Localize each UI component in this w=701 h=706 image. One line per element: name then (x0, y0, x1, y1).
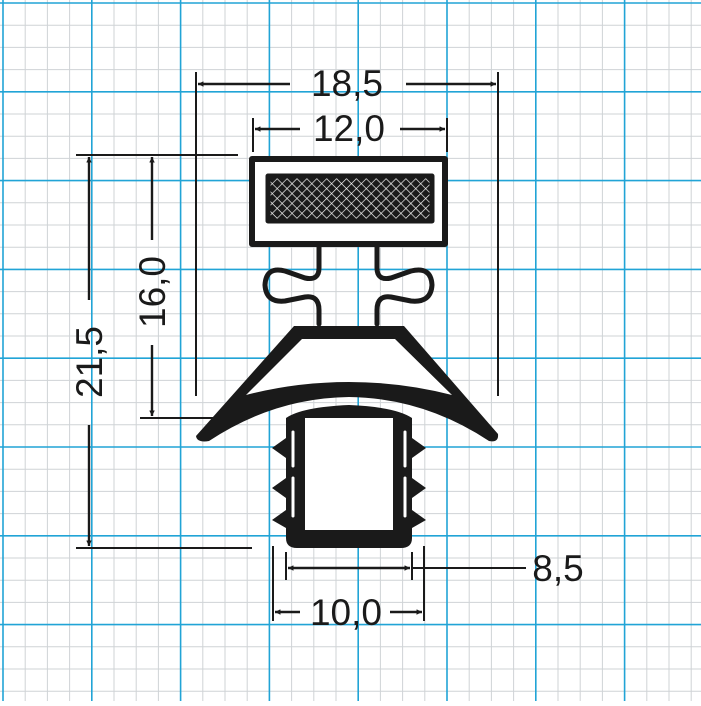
bellows-right (374, 241, 435, 327)
magnet-insert (265, 173, 435, 224)
dimension-lines (86, 81, 496, 615)
fin-grooves (291, 430, 407, 518)
label-base-inner-width: 8,5 (532, 548, 583, 589)
label-top-width: 12,0 (313, 108, 385, 149)
anchor-cavity (305, 418, 393, 530)
dimension-labels: 18,5 12,0 21,5 16,0 8,5 10,0 (69, 63, 584, 633)
gasket-profile (196, 156, 499, 548)
label-overall-height: 21,5 (69, 326, 110, 398)
bellows-left (262, 241, 322, 327)
label-overall-width: 18,5 (311, 63, 383, 104)
wing-body (196, 326, 499, 442)
label-upper-height: 16,0 (132, 256, 173, 328)
extension-lines (76, 72, 526, 621)
label-base-outer-width: 10,0 (310, 592, 382, 633)
wing-cavity (246, 339, 452, 395)
